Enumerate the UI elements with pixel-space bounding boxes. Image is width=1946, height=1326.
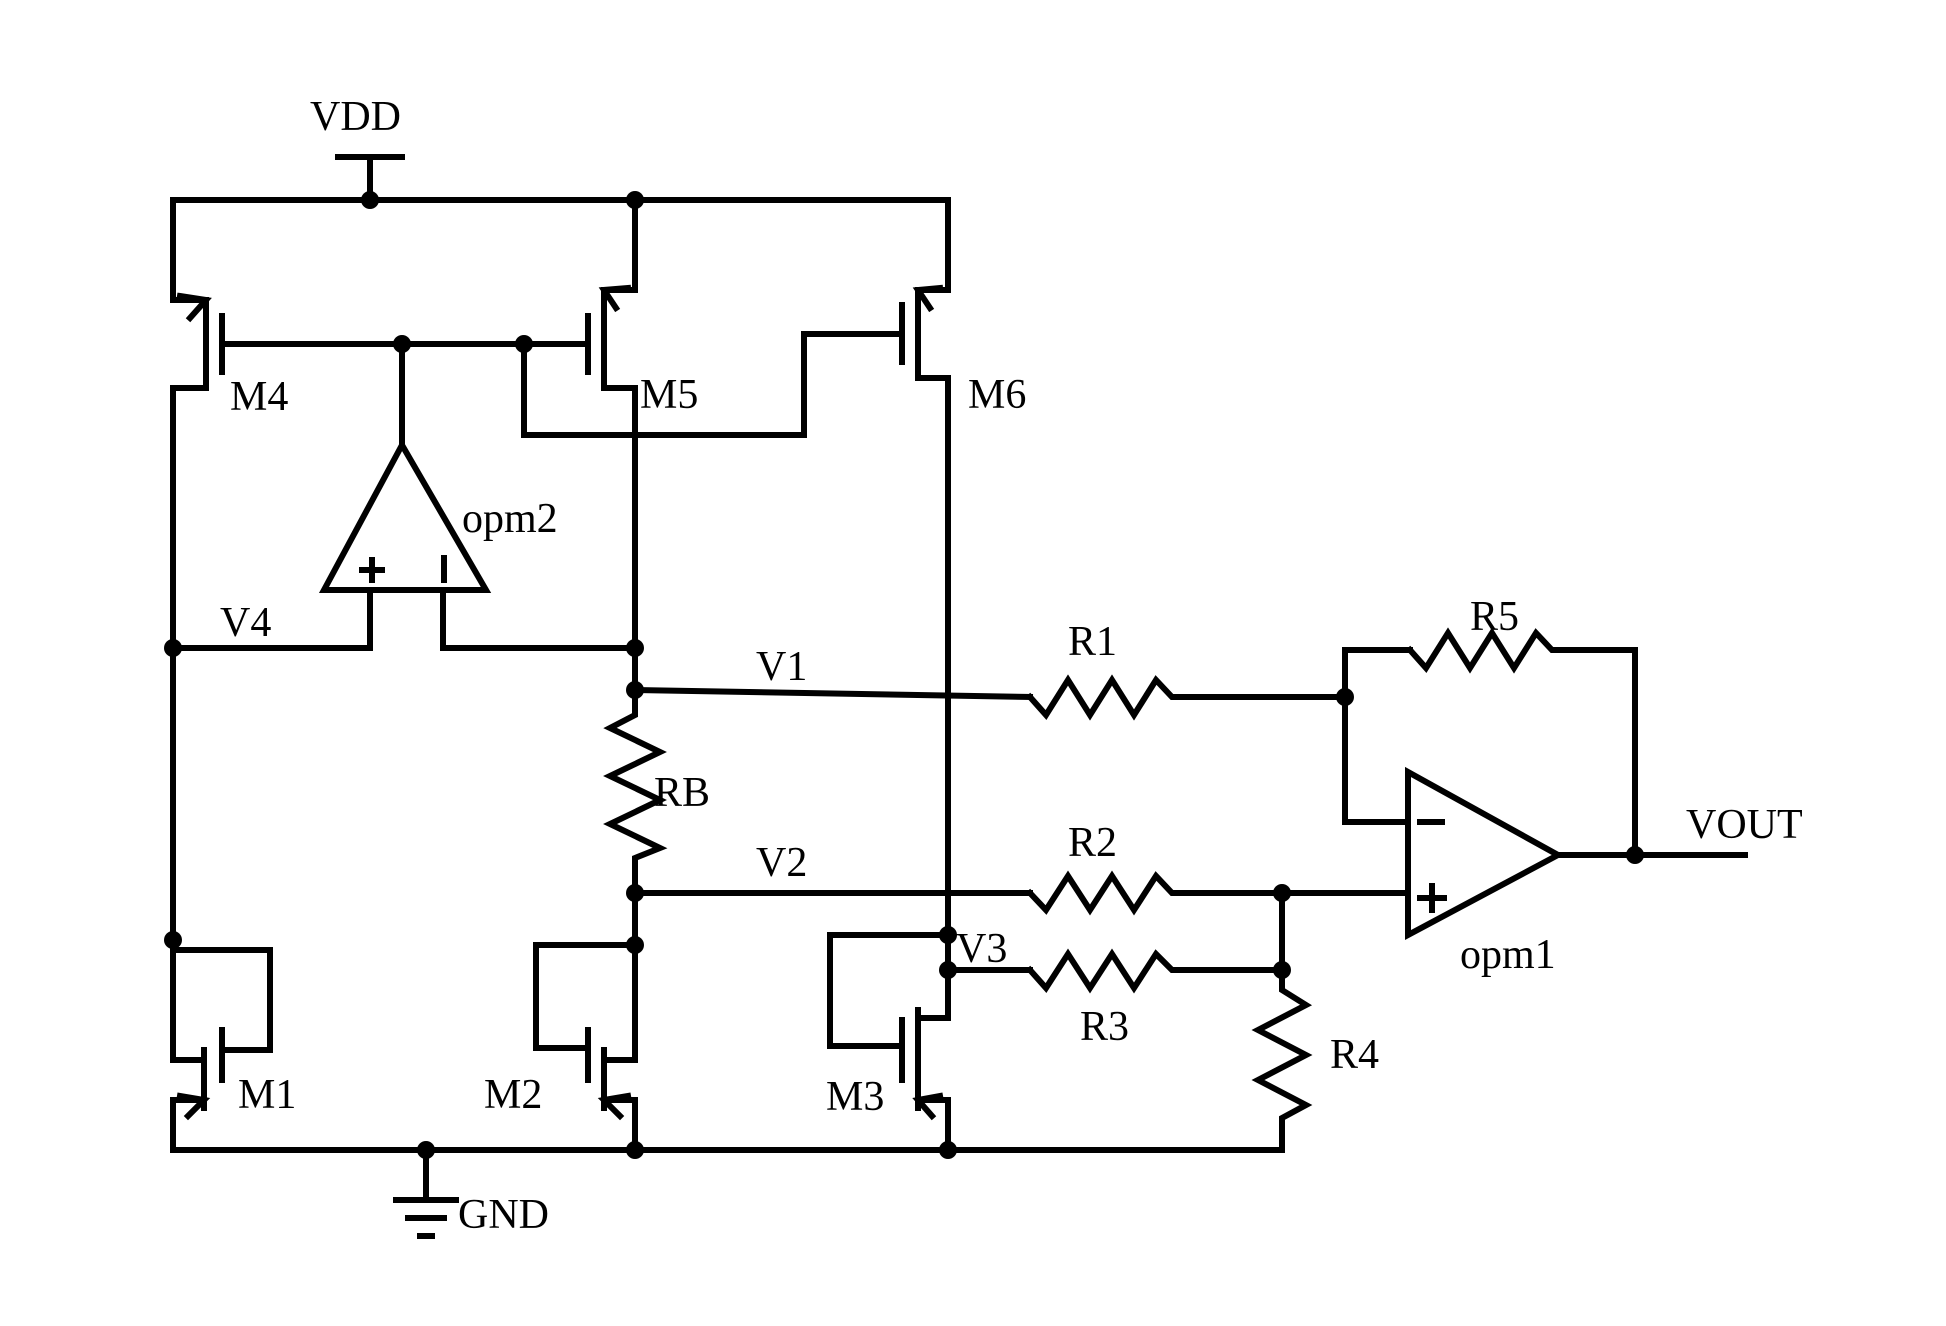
- m1-label: M1: [238, 1072, 296, 1118]
- r4-label: R4: [1330, 1032, 1379, 1078]
- opm2-minus-wire: [443, 590, 635, 648]
- r3-label: R3: [1080, 1004, 1129, 1050]
- m2-label: M2: [484, 1072, 542, 1118]
- opm2-label: opm2: [462, 496, 558, 542]
- v2-label: V2: [756, 840, 807, 886]
- transistor-m6: [902, 240, 948, 940]
- resistor-r3: [1030, 954, 1282, 988]
- opm2-plus-wire: [173, 590, 370, 648]
- v1-wire: [635, 690, 1030, 697]
- v3-label: V3: [956, 926, 1007, 972]
- v4-label: V4: [220, 600, 271, 646]
- m5-label: M5: [640, 372, 698, 418]
- gnd-symbol: [396, 1150, 456, 1236]
- m4-label: M4: [230, 374, 288, 420]
- vout-label: VOUT: [1686, 802, 1803, 848]
- resistor-r4: [1258, 970, 1306, 1150]
- m6-label: M6: [968, 372, 1026, 418]
- resistor-r1: [1030, 680, 1345, 715]
- transistor-m1: [173, 940, 270, 1150]
- opm1-minus-wire: [1345, 650, 1408, 822]
- resistor-r2: [1030, 876, 1408, 910]
- transistor-m2: [536, 895, 635, 1150]
- r2-label: R2: [1068, 820, 1117, 866]
- m3-label: M3: [826, 1074, 884, 1120]
- transistor-m5: [588, 200, 635, 520]
- opamp-opm1: [1408, 772, 1558, 935]
- rb-label: RB: [654, 770, 710, 816]
- opm1-label: opm1: [1460, 932, 1556, 978]
- r1-label: R1: [1068, 619, 1117, 665]
- gnd-label: GND: [458, 1192, 549, 1238]
- vdd-label: VDD: [310, 94, 401, 140]
- transistor-m4: [173, 240, 222, 435]
- vdd-rail: [173, 200, 948, 240]
- resistor-rb: [610, 695, 660, 895]
- v1-label: V1: [756, 644, 807, 690]
- r5-label: R5: [1470, 594, 1519, 640]
